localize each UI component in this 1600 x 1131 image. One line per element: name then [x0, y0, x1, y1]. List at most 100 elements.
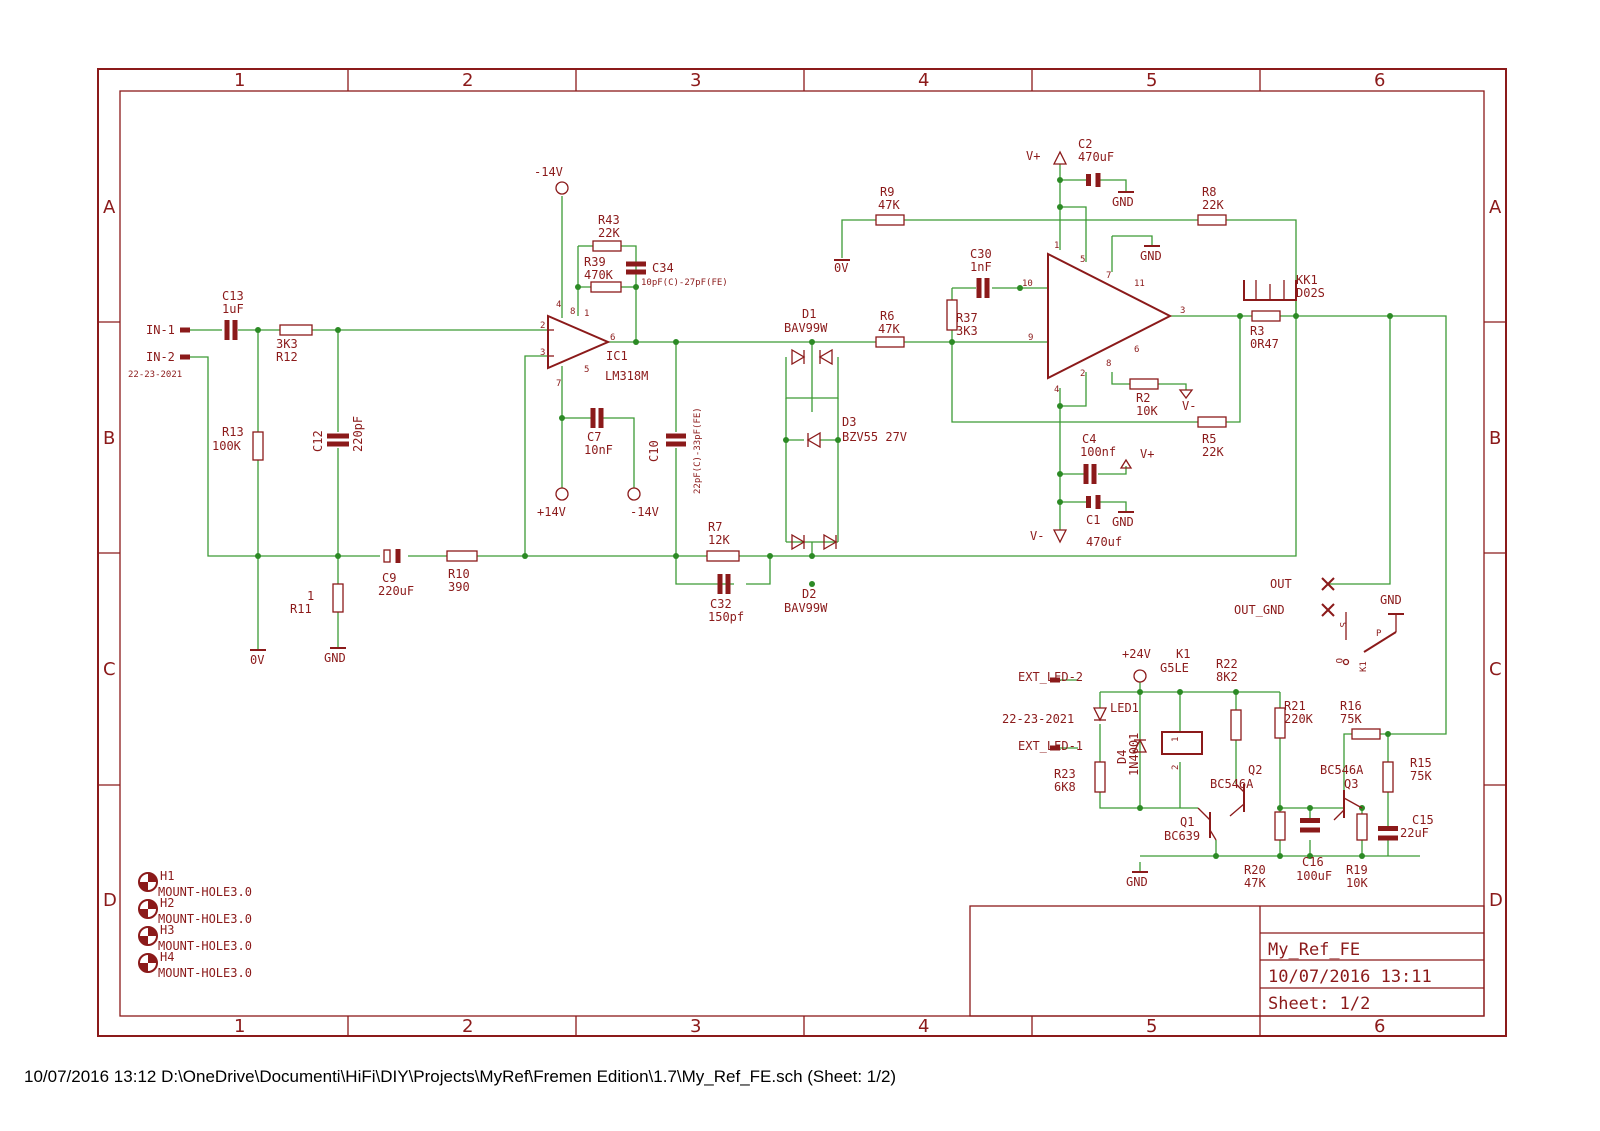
part-value: BZV55 27V: [842, 430, 907, 444]
part-value: 75K: [1340, 712, 1362, 726]
part-ref: R19: [1346, 863, 1368, 877]
part-ref: D1: [802, 307, 816, 321]
net-label: +14V: [537, 505, 566, 519]
net-label: IN-2: [146, 350, 175, 364]
part-value: 150pf: [708, 610, 744, 624]
part-value: 10pF(C)-27pF(FE): [641, 278, 728, 288]
part-ref: KK1: [1296, 273, 1318, 287]
part-ref: C1: [1086, 513, 1100, 527]
part-ref: C4: [1082, 432, 1096, 446]
part-value: MOUNT-HOLE3.0: [158, 939, 252, 953]
part-value: G5LE: [1160, 661, 1189, 675]
title-block: My_Ref_FE 10/07/2016 13:11 Sheet: 1/2: [1268, 940, 1432, 1014]
net-label: 0V: [250, 653, 264, 667]
net-label: 22-23-2021: [128, 370, 182, 380]
net-label: 0V: [834, 261, 848, 275]
part-ref: K1: [1359, 661, 1369, 672]
part-value: 22K: [1202, 445, 1224, 459]
part-ref: R37: [956, 311, 978, 325]
part-ref: K1: [1176, 647, 1190, 661]
part-ref: R11: [290, 602, 312, 616]
row-label-right: D: [1489, 890, 1503, 911]
part-value: 1N4001: [1127, 733, 1141, 776]
col-label-bottom: 5: [1146, 1016, 1157, 1037]
pin-number: 7: [1106, 271, 1111, 281]
col-label-bottom: 4: [918, 1016, 929, 1037]
part-value: 10nF: [584, 443, 613, 457]
col-label-top: 6: [1374, 70, 1385, 91]
col-label-top: 4: [918, 70, 929, 91]
pin-number: 2: [540, 321, 545, 331]
part-ref: Q1: [1180, 815, 1194, 829]
pin-number: 9: [1028, 333, 1033, 343]
part-ref: R39: [584, 255, 606, 269]
net-label: V-: [1182, 399, 1196, 413]
row-label-right: B: [1489, 428, 1501, 449]
part-value: BC546A: [1210, 777, 1254, 791]
part-value: 3K3: [276, 337, 298, 351]
part-value: 22K: [598, 226, 620, 240]
part-ref: H4: [160, 950, 174, 964]
net-label: GND: [1140, 249, 1162, 263]
part-ref: R3: [1250, 324, 1264, 338]
part-value: 47K: [878, 198, 900, 212]
part-value: BAV99W: [784, 601, 828, 615]
print-footer: 10/07/2016 13:12 D:\OneDrive\Documenti\H…: [24, 1067, 897, 1086]
row-label-left: B: [103, 428, 115, 449]
col-label-top: 5: [1146, 70, 1157, 91]
part-value: D02S: [1296, 286, 1325, 300]
part-value: 100uF: [1296, 869, 1332, 883]
component-labels: IN-1 IN-2 22-23-2021 C13 1uF 3K3 R12 R13…: [128, 137, 1434, 980]
part-value: LM318M: [605, 369, 648, 383]
part-ref: C34: [652, 261, 674, 275]
part-ref: R21: [1284, 699, 1306, 713]
pin-number: 1: [584, 309, 589, 319]
part-ref: C13: [222, 289, 244, 303]
col-label-top: 2: [462, 70, 473, 91]
net-label: OUT_GND: [1234, 603, 1285, 617]
part-ref: R8: [1202, 185, 1216, 199]
part-value: MOUNT-HOLE3.0: [158, 966, 252, 980]
drawing-title: My_Ref_FE: [1268, 940, 1360, 960]
part-value: MOUNT-HOLE3.0: [158, 912, 252, 926]
part-ref: C10: [647, 440, 661, 462]
net-label: V+: [1026, 149, 1040, 163]
net-label: V+: [1140, 447, 1154, 461]
part-ref: D2: [802, 587, 816, 601]
part-value: 0R47: [1250, 337, 1279, 351]
part-ref: C2: [1078, 137, 1092, 151]
sheet-number: Sheet: 1/2: [1268, 994, 1370, 1014]
part-value: 1nF: [970, 260, 992, 274]
pin-number: P: [1376, 629, 1382, 639]
pin-number: 5: [584, 365, 589, 375]
pin-number: 1: [1171, 737, 1181, 742]
part-ref: R23: [1054, 767, 1076, 781]
col-label-bottom: 2: [462, 1016, 473, 1037]
part-value: 1uF: [222, 302, 244, 316]
part-ref: LED1: [1110, 701, 1139, 715]
part-ref: IC1: [606, 349, 628, 363]
col-label-top: 1: [234, 70, 245, 91]
net-label: -14V: [534, 165, 563, 179]
pin-number: S: [1337, 622, 1347, 627]
part-value: 470K: [584, 268, 614, 282]
part-ref: R22: [1216, 657, 1238, 671]
part-value: 1: [307, 589, 314, 603]
part-ref: R2: [1136, 391, 1150, 405]
part-ref: R16: [1340, 699, 1362, 713]
pin-number: 8: [570, 307, 575, 317]
net-label: EXT_LED-1: [1018, 739, 1083, 753]
part-value: BC639: [1164, 829, 1200, 843]
col-label-bottom: 3: [690, 1016, 701, 1037]
col-label-top: 3: [690, 70, 701, 91]
part-ref: C7: [587, 430, 601, 444]
part-ref: C30: [970, 247, 992, 261]
pin-number: 3: [540, 348, 545, 358]
part-ref: R43: [598, 213, 620, 227]
part-value: 100K: [212, 439, 242, 453]
part-ref: R13: [222, 425, 244, 439]
part-ref: R10: [448, 567, 470, 581]
net-label: GND: [324, 651, 346, 665]
pin-number: 1: [1054, 241, 1059, 251]
components: [138, 150, 1404, 973]
